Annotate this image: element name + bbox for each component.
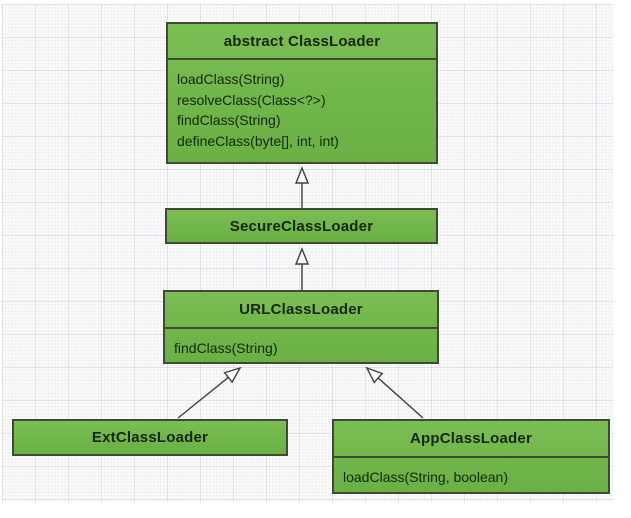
- method-label: findClass(String): [174, 340, 278, 356]
- class-node-extclassloader: ExtClassLoader: [12, 419, 288, 456]
- class-title: AppClassLoader: [334, 421, 608, 458]
- class-node-secureclassloader: SecureClassLoader: [165, 208, 438, 244]
- method-label: loadClass(String): [177, 71, 285, 87]
- class-title: ExtClassLoader: [91, 429, 209, 446]
- class-node-urlclassloader: URLClassLoader findClass(String): [163, 290, 439, 364]
- method-label: loadClass(String, boolean): [343, 469, 508, 485]
- method-label: defineClass(byte[], int, int): [177, 132, 339, 149]
- class-title: URLClassLoader: [165, 292, 437, 329]
- class-methods: loadClass(String, boolean): [334, 458, 608, 488]
- class-title: SecureClassLoader: [229, 217, 374, 235]
- class-title: abstract ClassLoader: [168, 24, 436, 60]
- class-methods: loadClass(String) resolveClass(Class<?>)…: [168, 60, 436, 151]
- class-node-abstract-classloader: abstract ClassLoader loadClass(String) r…: [166, 22, 438, 164]
- method-label: findClass(String): [177, 112, 281, 128]
- method-label: resolveClass(Class<?>): [177, 91, 326, 108]
- class-node-appclassloader: AppClassLoader loadClass(String, boolean…: [332, 419, 610, 494]
- class-methods: findClass(String): [165, 329, 437, 359]
